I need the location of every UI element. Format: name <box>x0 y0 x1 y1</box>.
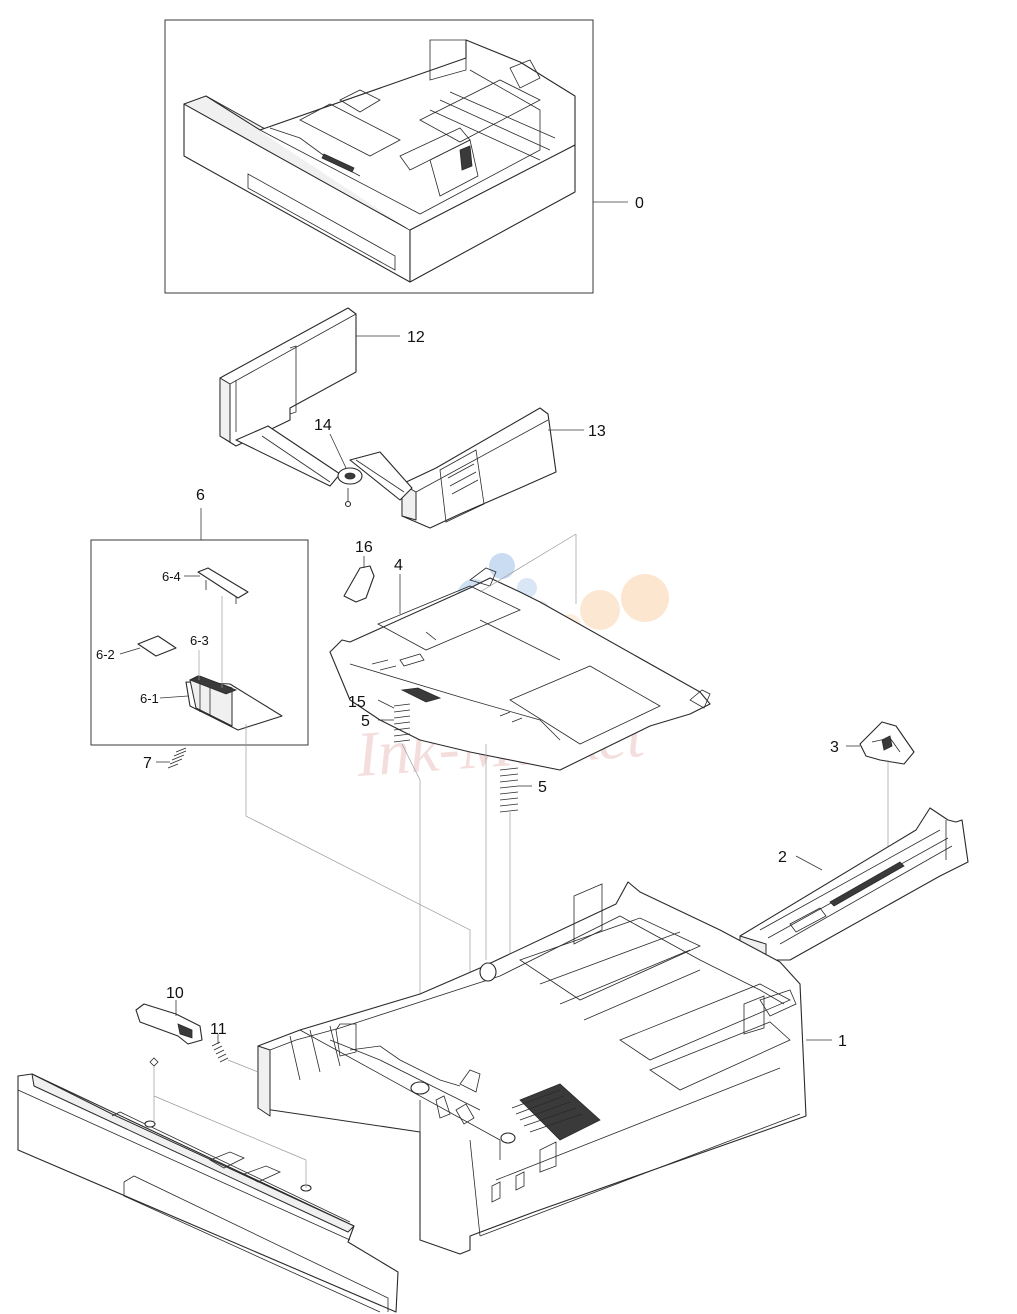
callout-5-right-label: 5 <box>538 779 547 796</box>
callout-11-label: 11 <box>210 1021 227 1038</box>
callout-6-4-label: 6-4 <box>162 569 181 584</box>
callout-6-2-label: 6-2 <box>96 647 115 662</box>
callout-12: 12 <box>356 329 425 346</box>
callout-15-label: 15 <box>348 694 366 711</box>
part-0-assembled-tray <box>164 19 594 294</box>
callout-14-label: 14 <box>314 417 332 434</box>
callout-6-label: 6 <box>196 487 205 504</box>
callout-0: 0 <box>593 195 644 212</box>
part-16-lever <box>343 556 375 603</box>
callout-13: 13 <box>548 423 606 440</box>
callout-16-label: 16 <box>355 539 373 556</box>
part-1-main-tray <box>257 881 832 1255</box>
callout-6-3-label: 6-3 <box>190 633 209 648</box>
callout-4-label: 4 <box>394 557 403 574</box>
callout-10-label: 10 <box>166 985 184 1002</box>
callout-5-left-label: 5 <box>361 713 370 730</box>
part-4-knock-up-plate <box>329 533 711 771</box>
part-14-pinion-gear <box>329 433 363 508</box>
part-11-spring <box>211 1034 259 1073</box>
callout-12-label: 12 <box>407 329 425 346</box>
callout-7-label: 7 <box>143 755 152 772</box>
part-6-frame <box>90 539 309 746</box>
front-cover <box>17 1057 399 1313</box>
part-0-frame <box>164 19 594 294</box>
part-13-right-guide <box>349 407 557 529</box>
callout-4: 4 <box>394 557 403 614</box>
part-10-lock-lever <box>135 1000 203 1045</box>
callout-13-label: 13 <box>588 423 606 440</box>
part-6-subassembly <box>90 508 309 769</box>
callout-2-label: 2 <box>778 849 787 866</box>
callout-0-label: 0 <box>635 195 644 212</box>
callout-1-label: 1 <box>838 1033 847 1050</box>
part-2-rear-guide-rail <box>739 807 969 961</box>
callout-3-label: 3 <box>830 739 839 756</box>
part-12-left-guide <box>219 307 357 487</box>
callout-6-1-label: 6-1 <box>140 691 159 706</box>
